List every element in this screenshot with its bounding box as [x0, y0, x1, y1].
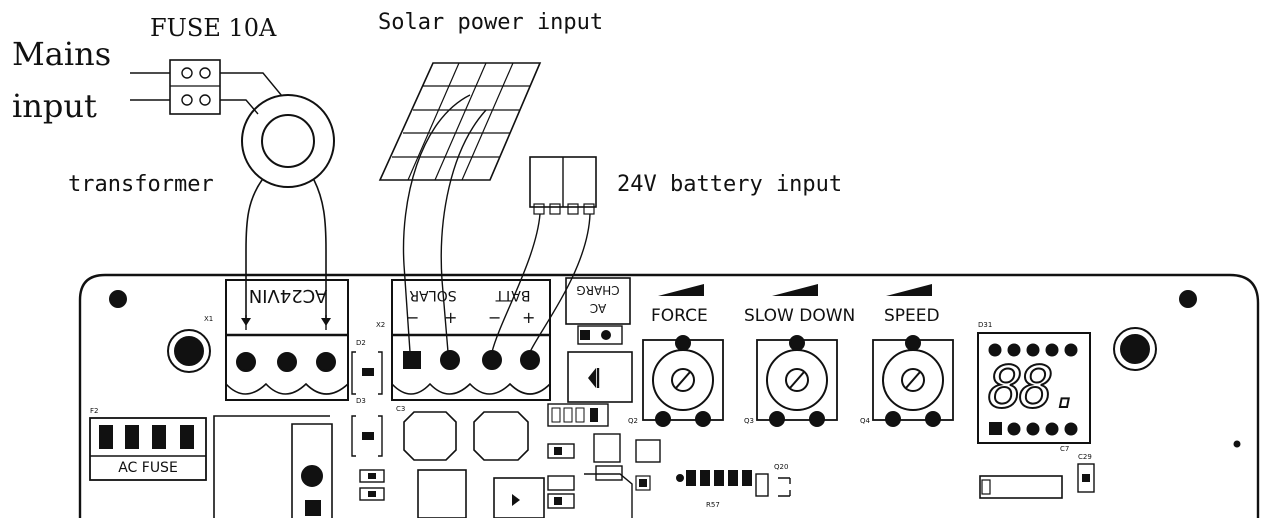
fuse-to-transformer-wire — [220, 72, 283, 97]
battery-terminal — [549, 203, 561, 215]
capacitor — [305, 500, 321, 516]
battery-input-label: 24V battery input — [617, 172, 843, 197]
capacitor-outline — [473, 411, 529, 461]
fuse-terminal — [181, 67, 193, 79]
slow-down-potentiometer[interactable] — [756, 284, 838, 427]
battery-terminal — [567, 203, 579, 215]
ref-f2: F2 — [90, 407, 99, 415]
batt-positive-screw — [520, 350, 540, 370]
seven-segment-display — [977, 332, 1091, 444]
force-potentiometer[interactable] — [642, 284, 724, 427]
fuse-label: FUSE 10A — [150, 14, 277, 42]
ref-q3: Q3 — [744, 417, 754, 425]
ac24vin-terminal-label: AC24VIN — [248, 285, 328, 306]
ref-d2: D2 — [356, 339, 366, 347]
mounting-hole — [109, 290, 127, 308]
battery-terminal — [533, 203, 545, 215]
battery-wire-positive — [529, 213, 591, 353]
fuse-terminal — [199, 67, 211, 79]
fuse-terminal — [181, 94, 193, 106]
solar-batt-terminal-block — [391, 279, 551, 401]
solar-negative-screw — [403, 351, 421, 369]
solar-wire-positive — [440, 109, 487, 353]
ac24vin-terminal-block — [225, 279, 349, 401]
ac-charg-label-2: CHARG — [576, 283, 620, 297]
slow-down-label: SLOW DOWN — [744, 306, 856, 326]
solar-panel — [378, 62, 542, 181]
fuse-block — [169, 59, 221, 115]
ac-fuse-label: AC FUSE — [118, 460, 178, 476]
display-digits: 88. — [987, 353, 1086, 421]
transformer-outer — [241, 94, 335, 188]
ref-c7: C7 — [1060, 445, 1070, 453]
ac-charg-label-1: AC — [589, 301, 607, 315]
mounting-hole — [174, 336, 204, 366]
mounting-hole-ring — [1113, 327, 1157, 371]
solar-terminal-label: SOLAR — [409, 287, 457, 303]
battery-terminal — [583, 203, 595, 215]
ref-c3: C3 — [396, 405, 406, 413]
ref-c29: C29 — [1078, 453, 1092, 461]
ref-q4: Q4 — [860, 417, 870, 425]
ref-q20: Q20 — [774, 463, 789, 471]
speed-label: SPEED — [884, 306, 940, 326]
batt-positive-label: + — [522, 308, 536, 327]
ac-fuse-holder — [89, 417, 207, 481]
batt-negative-screw — [482, 350, 502, 370]
relay-outline — [213, 415, 330, 518]
ac24vin-screw — [316, 352, 336, 372]
ref-r57: R57 — [706, 501, 720, 509]
connector — [979, 475, 1063, 499]
speed-potentiometer[interactable] — [872, 284, 954, 427]
mains-input-label-line2: input — [12, 87, 97, 125]
mains-input-label-line1: Mains — [12, 35, 112, 73]
mounting-hole-ring — [167, 329, 211, 373]
ac24vin-screw — [277, 352, 297, 372]
batt-terminal-label: BATT — [495, 287, 531, 303]
transformer-label: transformer — [68, 172, 214, 197]
diode-component — [567, 351, 633, 403]
transformer-inner — [261, 114, 315, 168]
ref-x1: X1 — [204, 315, 214, 323]
resistor-array — [676, 470, 752, 486]
mounting-hole — [1120, 334, 1150, 364]
force-label: FORCE — [651, 306, 708, 326]
capacitor-outline — [403, 411, 457, 461]
solar-negative-label: − — [406, 308, 420, 327]
pcb-board — [78, 273, 1260, 518]
ac-charg-box — [565, 277, 631, 325]
fuse-terminal — [199, 94, 211, 106]
ref-d3: D3 — [356, 397, 366, 405]
solar-positive-label: + — [444, 308, 458, 327]
ref-x2: X2 — [376, 321, 386, 329]
ref-d31: D31 — [978, 321, 993, 329]
transformer-wire-right — [313, 179, 327, 320]
batt-negative-label: − — [488, 308, 502, 327]
relay-outline — [291, 423, 333, 518]
solar-positive-screw — [440, 350, 460, 370]
mounting-hole — [1179, 290, 1197, 308]
battery-wire-negative — [491, 213, 541, 353]
transformer-wire-left — [245, 179, 263, 320]
ac24vin-screw — [236, 352, 256, 372]
ref-q2: Q2 — [628, 417, 638, 425]
solar-wire-negative — [402, 94, 471, 353]
solar-input-label: Solar power input — [378, 10, 604, 35]
